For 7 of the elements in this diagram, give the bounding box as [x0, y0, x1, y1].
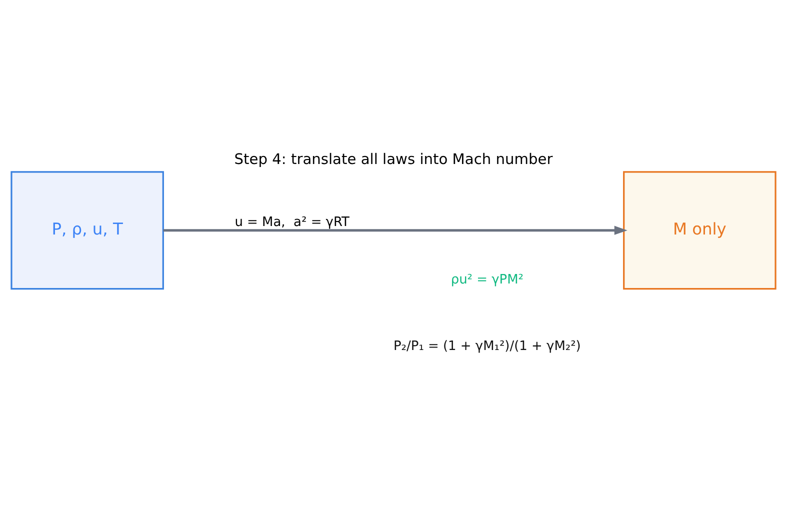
node-box: M only — [623, 170, 776, 290]
label: ρu² = γPM² — [450, 272, 524, 288]
label: P₂/P₁ = (1 + γM₁²)/(1 + γM₂²) — [393, 338, 581, 354]
node-box: P, ρ, u, T — [10, 170, 164, 290]
arrow — [163, 225, 628, 234]
edge-label: u = Ma, a² = γRT — [234, 214, 350, 230]
diagram-title: Step 4: translate all laws into Mach number — [234, 150, 553, 168]
